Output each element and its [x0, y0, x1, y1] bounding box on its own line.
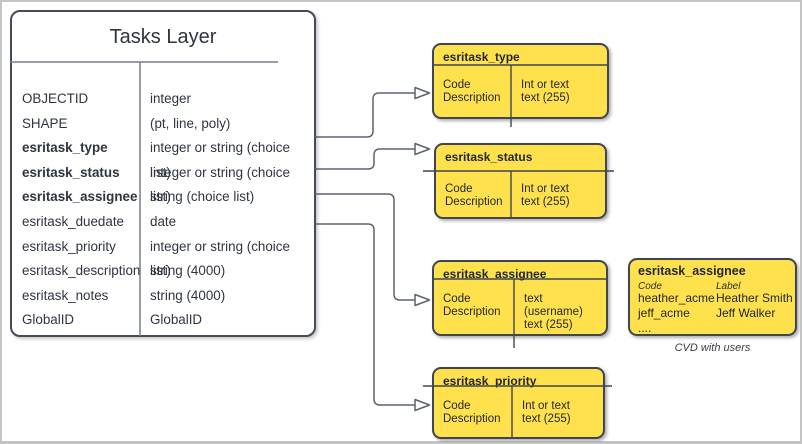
tasks-layer-title: Tasks Layer — [109, 25, 217, 48]
domain-box-esritask-priority: esritask_priority Code Description Int o… — [432, 367, 605, 439]
field-name: esritask_duedate — [22, 213, 124, 229]
table-row: esritask_duedate date — [12, 210, 314, 235]
arrowhead-icon — [414, 142, 431, 156]
field-name: esritask_status — [22, 164, 120, 180]
cvd-labels: Heather Smith Jeff Walker — [716, 291, 793, 320]
cvd-box-esritask-assignee: esritask_assignee Code Label heather_acm… — [628, 258, 797, 336]
field-type: (pt, line, poly) — [150, 115, 231, 131]
domain-box-types: Int or text text (255) — [521, 79, 570, 104]
table-row: GlobalID GlobalID — [12, 308, 314, 333]
field-type: integer or string (choice list) — [150, 238, 290, 279]
arrowhead-icon — [414, 86, 431, 100]
domain-box-fields: Code Description — [445, 183, 503, 208]
connector-esritask-status — [315, 148, 415, 170]
tasks-layer-field-list: OBJECTID integer SHAPE (pt, line, poly) es… — [12, 87, 314, 333]
canvas-bottom-edge — [2, 441, 800, 442]
domain-box-title: esritask_status — [445, 150, 533, 164]
arrowhead-icon — [414, 293, 431, 307]
domain-box-fields: Code Description — [443, 79, 501, 104]
table-row: esritask_type integer or string (choice l… — [12, 136, 314, 180]
field-name: GlobalID — [22, 312, 75, 328]
domain-box-title: esritask_type — [443, 50, 520, 64]
table-row: esritask_notes string (4000) — [12, 284, 314, 309]
table-row: SHAPE (pt, line, poly) — [12, 112, 314, 137]
domain-box-types: Int or text text (255) — [521, 183, 570, 208]
domain-box-types: text (username) text (255) — [524, 293, 583, 331]
table-row: esritask_description string (4000) — [12, 259, 314, 284]
field-type: integer or string (choice list) — [150, 164, 290, 205]
domain-box-title: esritask_priority — [443, 374, 537, 388]
domain-box-esritask-assignee: esritask_assignee Code Description text … — [432, 260, 608, 336]
tasks-layer-table: Tasks Layer OBJECTID integer SHAPE (pt, li… — [10, 10, 316, 337]
field-type: GlobalID — [150, 312, 203, 328]
table-row: esritask_assignee string (choice list) — [12, 185, 314, 210]
field-type: integer or string (choice list) — [150, 140, 290, 180]
connector-esritask-priority — [315, 223, 415, 406]
domain-box-types: Int or text text (255) — [522, 400, 571, 425]
field-type: date — [150, 213, 177, 229]
domain-box-esritask-status: esritask_status Code Description Int or … — [434, 143, 607, 219]
field-type: string (4000) — [150, 263, 226, 279]
cvd-caption: CVD with users — [674, 342, 751, 354]
field-type: string (4000) — [150, 287, 226, 303]
table-row: esritask_status integer or string (choice… — [12, 161, 314, 205]
field-name: esritask_description — [22, 263, 141, 279]
cvd-codes: heather_acme jeff_acme .... — [638, 291, 715, 335]
arrowhead-icon — [414, 398, 431, 412]
field-name: OBJECTID — [22, 91, 89, 106]
domain-box-fields: Code Description — [443, 293, 501, 318]
connector-esritask-type — [315, 92, 415, 138]
field-name: esritask_notes — [22, 287, 109, 303]
table-row: OBJECTID integer — [12, 87, 314, 112]
cvd-label-header: Label — [716, 281, 741, 292]
field-name: esritask_type — [22, 140, 108, 156]
table-row: esritask_priority integer or string (choi… — [12, 235, 314, 279]
cvd-box-title: esritask_assignee — [638, 264, 746, 278]
field-name: esritask_priority — [22, 238, 116, 254]
field-name: esritask_assignee — [22, 189, 138, 205]
domain-box-title: esritask_assignee — [443, 267, 547, 281]
domain-box-fields: Code Description — [443, 400, 501, 425]
cvd-code-header: Code — [638, 281, 662, 292]
field-type: string (choice list) — [150, 189, 255, 205]
domain-box-esritask-type: esritask_type Code Description Int or te… — [432, 43, 609, 119]
field-name: SHAPE — [22, 115, 68, 131]
field-type: integer — [150, 91, 191, 106]
connector-esritask-assignee — [315, 193, 415, 301]
